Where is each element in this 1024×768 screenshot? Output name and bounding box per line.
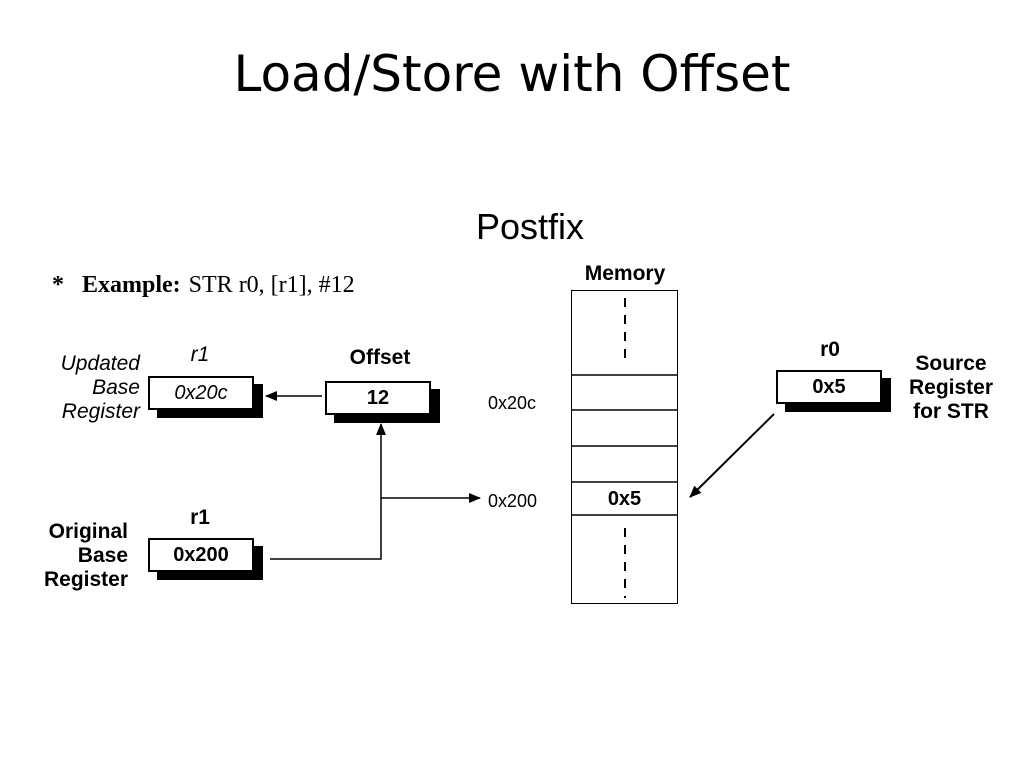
example-bullet: * (52, 272, 64, 298)
original-base-register-box: 0x200 (148, 538, 254, 572)
memory-address-low: 0x200 (488, 491, 538, 511)
original-base-label: Original Base Register (20, 520, 128, 592)
slide-title: Load/Store with Offset (233, 45, 791, 103)
arrow-original-base-to-offset (270, 423, 386, 560)
updated-base-label: Updated Base Register (30, 352, 140, 424)
source-label-line: for STR (913, 400, 989, 423)
original-base-label-line: Original (48, 520, 128, 543)
source-label: Source Register for STR (893, 352, 1009, 424)
source-label-line: Source (915, 352, 987, 375)
memory-cell-value: 0x5 (607, 488, 642, 510)
offset-box: 12 (325, 381, 431, 415)
original-base-label-line: Register (43, 568, 128, 591)
memory-label: Memory (584, 262, 666, 285)
source-register-box: 0x5 (776, 370, 882, 404)
updated-base-reg-name: r1 (190, 343, 210, 366)
source-label-line: Register (908, 376, 994, 399)
updated-base-label-line: Updated (60, 352, 140, 375)
updated-base-label-line: Base (92, 376, 140, 399)
original-base-label-line: Base (77, 544, 128, 567)
example-code: STR r0, [r1], #12 (188, 272, 355, 298)
memory-address-high: 0x20c (488, 393, 537, 413)
updated-base-label-line: Register (61, 400, 140, 423)
slide-subtitle: Postfix (475, 206, 585, 247)
memory-block (571, 290, 678, 604)
example-line: * Example: STR r0, [r1], #12 (52, 270, 355, 300)
source-reg-name: r0 (820, 338, 840, 361)
offset-label: Offset (349, 346, 411, 369)
original-base-reg-name: r1 (190, 506, 210, 529)
arrow-source-to-memory (689, 413, 775, 498)
example-label: Example: (82, 272, 181, 298)
updated-base-register-box: 0x20c (148, 376, 254, 410)
